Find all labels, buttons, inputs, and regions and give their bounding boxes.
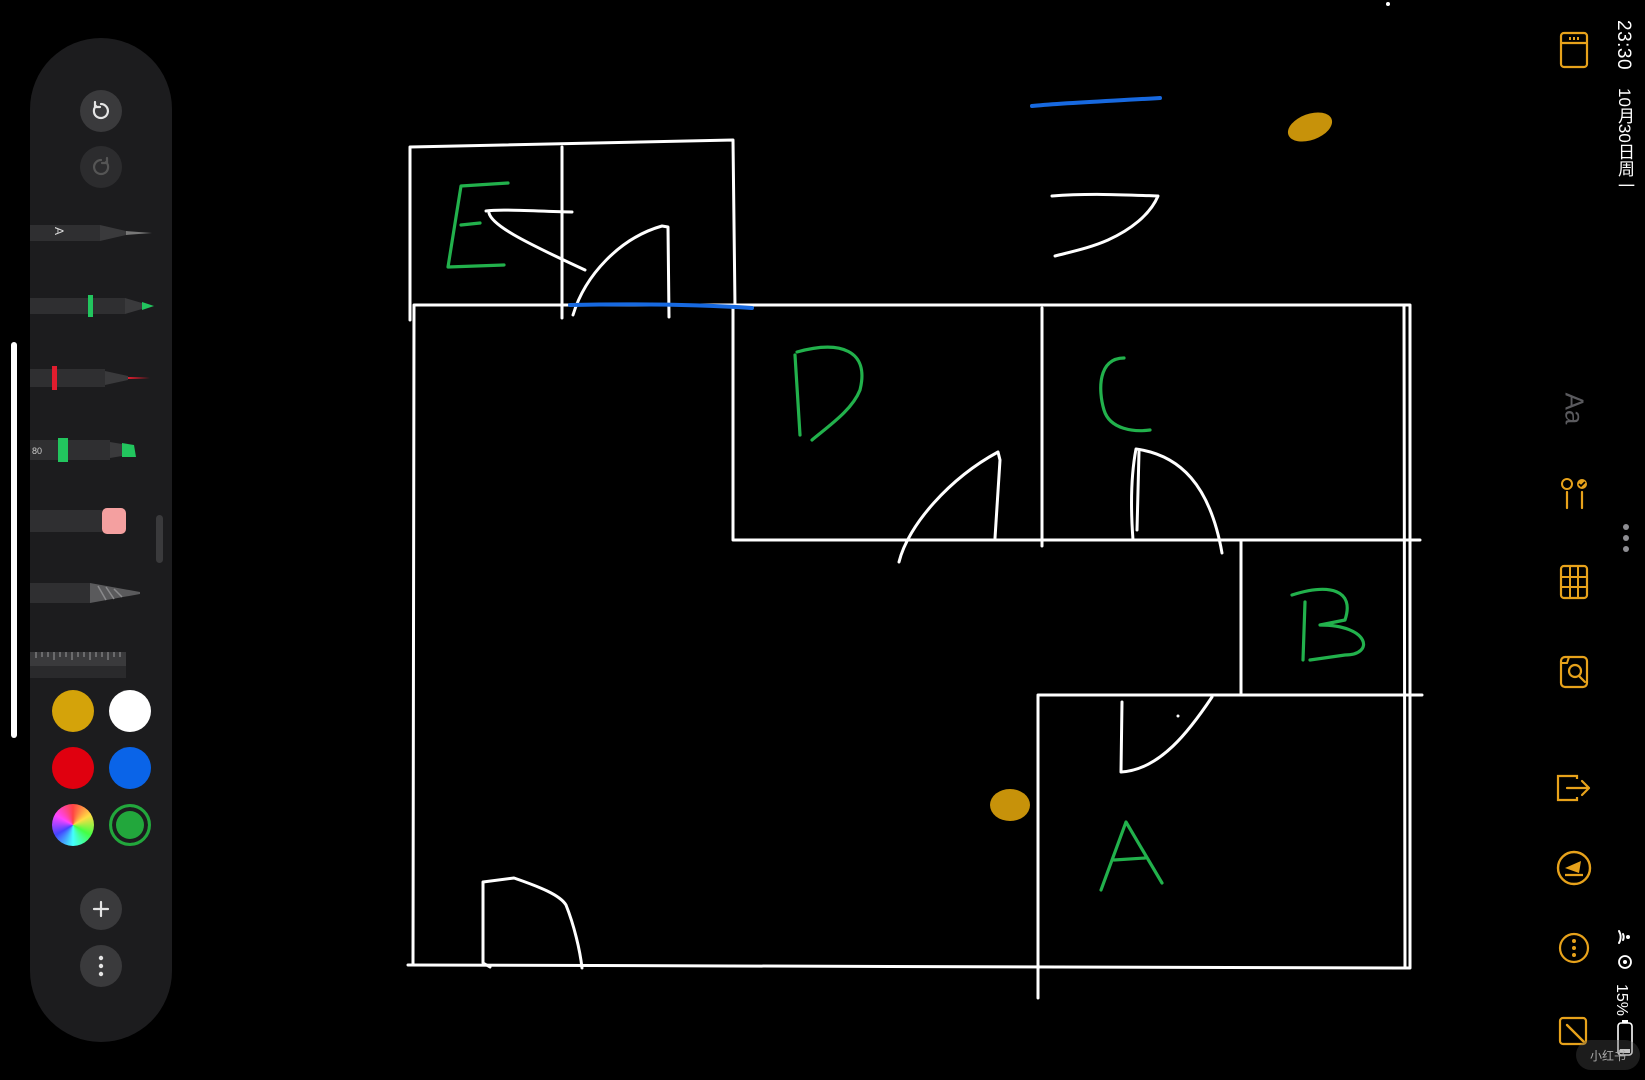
room-label-c: C bbox=[1120, 399, 1121, 401]
checklist-icon bbox=[1561, 478, 1587, 510]
undo-button[interactable] bbox=[80, 90, 122, 132]
tool-eraser[interactable] bbox=[30, 506, 156, 536]
wifi-icon bbox=[1618, 930, 1630, 944]
more-icon bbox=[1558, 932, 1590, 964]
tool-pen[interactable] bbox=[30, 291, 156, 321]
compose-button[interactable] bbox=[1554, 1012, 1594, 1052]
undo-icon bbox=[92, 100, 109, 120]
wall-dc bbox=[731, 303, 1422, 548]
sidebar-button[interactable] bbox=[1554, 30, 1594, 70]
swatch-green-selected[interactable] bbox=[109, 804, 151, 846]
label-b-strokes bbox=[1290, 587, 1365, 662]
tool-lasso[interactable] bbox=[30, 578, 156, 608]
label-e-strokes bbox=[446, 181, 510, 269]
plus-icon bbox=[92, 900, 110, 918]
wall-room-e bbox=[408, 138, 737, 322]
camera-button[interactable] bbox=[1554, 650, 1594, 690]
swatch-red[interactable] bbox=[52, 747, 94, 789]
status-date: 10月30日周一 bbox=[1615, 88, 1634, 194]
palette-scrollbar[interactable] bbox=[156, 515, 163, 563]
text-style-icon: Aa bbox=[1559, 392, 1590, 424]
location-icon bbox=[1618, 955, 1632, 969]
label-d-strokes bbox=[793, 345, 864, 442]
multitasking-dots-icon[interactable] bbox=[1622, 522, 1630, 558]
tool-ruler[interactable] bbox=[30, 648, 156, 678]
compose-icon bbox=[1558, 1016, 1588, 1046]
blue-line-e bbox=[568, 302, 754, 310]
wall-room-b bbox=[1036, 538, 1424, 1000]
text-style-button[interactable]: Aa bbox=[1554, 388, 1594, 428]
marker-label: 80 bbox=[32, 446, 42, 456]
sidebar-icon bbox=[1559, 31, 1589, 69]
redo-icon bbox=[93, 156, 110, 176]
table-button[interactable] bbox=[1554, 562, 1594, 602]
wall-outer bbox=[406, 303, 1412, 970]
swatch-color-picker[interactable] bbox=[52, 804, 94, 846]
table-icon bbox=[1559, 564, 1589, 600]
tool-marker[interactable]: 80 bbox=[30, 435, 156, 465]
door-arc-c bbox=[1130, 447, 1224, 555]
markup-icon bbox=[1556, 850, 1592, 886]
pen-a-label: A bbox=[52, 227, 66, 235]
swatch-blue[interactable] bbox=[109, 747, 151, 789]
tool-palette: A 80 bbox=[30, 38, 172, 1042]
checklist-button[interactable] bbox=[1554, 474, 1594, 514]
more-options-button[interactable] bbox=[1554, 928, 1594, 968]
tool-fineliner[interactable] bbox=[30, 363, 156, 393]
door-arc-d bbox=[897, 450, 1002, 564]
status-time: 23:30 bbox=[1613, 20, 1634, 71]
blue-line-top bbox=[1030, 96, 1162, 108]
camera-dot bbox=[1386, 2, 1390, 6]
share-icon bbox=[1556, 774, 1591, 802]
room-label-d: D bbox=[820, 399, 821, 401]
add-tool-button[interactable] bbox=[80, 888, 122, 930]
label-a-strokes bbox=[1099, 820, 1164, 892]
scribble-e bbox=[484, 208, 587, 272]
gold-blob-top bbox=[1287, 112, 1333, 142]
battery-icon bbox=[1617, 1020, 1633, 1056]
door-arc-a bbox=[1119, 695, 1214, 774]
room-label-b: B bbox=[1320, 629, 1321, 631]
redo-button[interactable] bbox=[80, 146, 122, 188]
markup-button[interactable] bbox=[1554, 848, 1594, 888]
more-vertical-icon bbox=[98, 955, 104, 977]
gold-blob-mid bbox=[990, 789, 1030, 821]
battery-percent: 15% bbox=[1613, 984, 1630, 1017]
wall-right bbox=[1402, 303, 1407, 970]
ink-dot bbox=[1176, 714, 1180, 718]
palette-drag-handle[interactable] bbox=[11, 342, 17, 738]
palette-more-button[interactable] bbox=[80, 945, 122, 987]
door-arc-e bbox=[571, 224, 671, 319]
scribble-top bbox=[1050, 192, 1160, 258]
swatch-white[interactable] bbox=[109, 690, 151, 732]
camera-icon bbox=[1559, 655, 1589, 689]
label-c-strokes bbox=[1099, 356, 1152, 433]
watermark: 小红书 bbox=[1576, 1040, 1640, 1070]
swatch-gold[interactable] bbox=[52, 690, 94, 732]
share-button[interactable] bbox=[1554, 768, 1594, 808]
room-label-e: E bbox=[470, 229, 471, 231]
tool-pen-a[interactable]: A bbox=[30, 218, 156, 248]
door-arc-bottom bbox=[481, 876, 584, 970]
